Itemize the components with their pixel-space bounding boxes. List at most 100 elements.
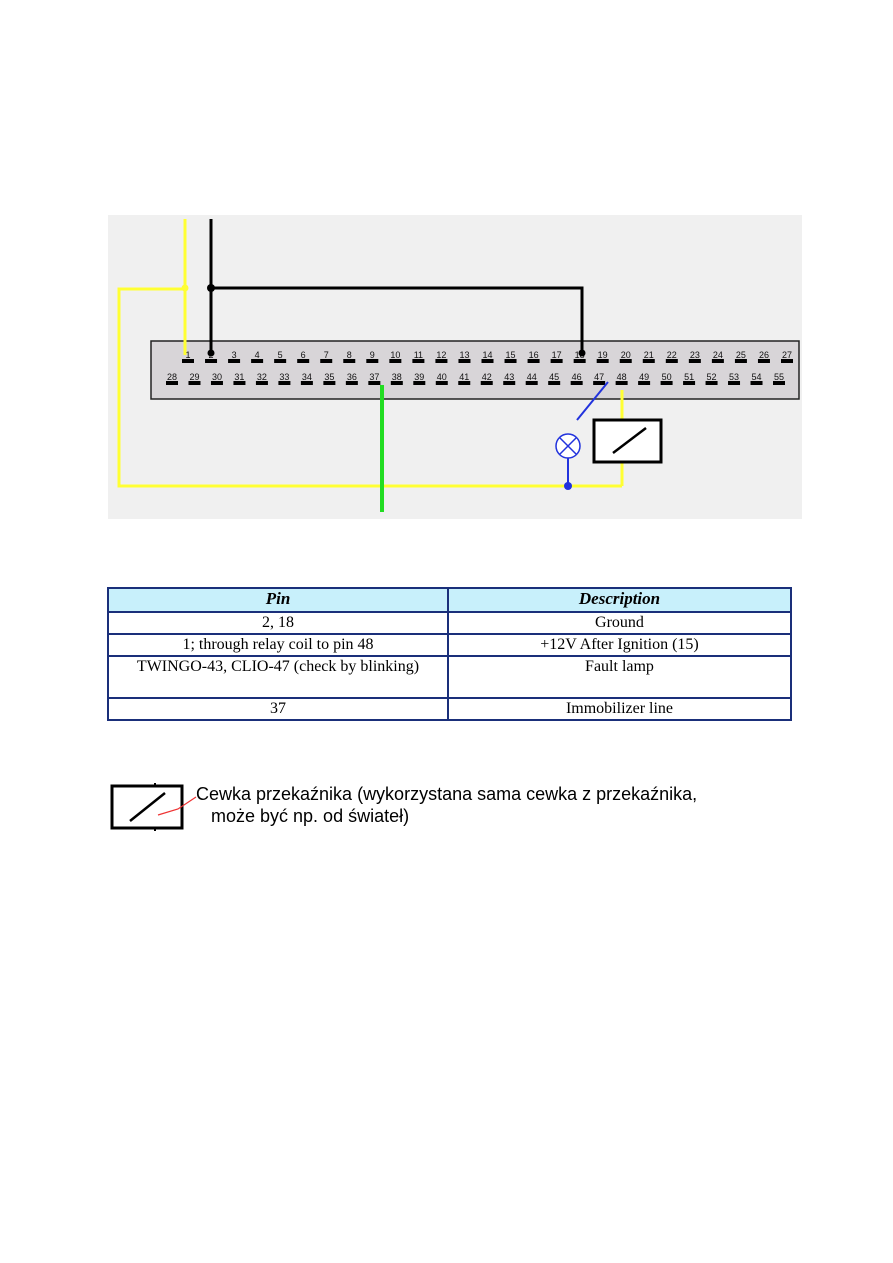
pin-label: 22 bbox=[667, 350, 677, 360]
pin-label: 16 bbox=[529, 350, 539, 360]
header-pin: Pin bbox=[107, 587, 449, 613]
pin-label: 4 bbox=[255, 350, 260, 360]
pin-label: 53 bbox=[729, 372, 739, 382]
pin-contact bbox=[458, 381, 471, 385]
pin-contact bbox=[182, 359, 194, 363]
pin-contact bbox=[504, 359, 517, 363]
table-row: 2, 18 Ground bbox=[107, 611, 792, 635]
pin-contact bbox=[233, 381, 246, 385]
pin-label: 17 bbox=[552, 350, 562, 360]
pin-contact bbox=[188, 381, 201, 385]
pin-label: 30 bbox=[212, 372, 222, 382]
pin-contact bbox=[255, 381, 268, 385]
table-header-row: Pin Description bbox=[107, 587, 792, 613]
pin-contact bbox=[323, 381, 336, 385]
pin-contact bbox=[573, 359, 586, 363]
pin-label: 1 bbox=[185, 350, 190, 360]
pin-label: 51 bbox=[684, 372, 694, 382]
pin-contact bbox=[596, 359, 609, 363]
pin-contact bbox=[728, 381, 741, 385]
pin-label: 7 bbox=[324, 350, 329, 360]
pin-label: 5 bbox=[278, 350, 283, 360]
cell-pin: 2, 18 bbox=[107, 611, 449, 635]
pin-label: 27 bbox=[782, 350, 792, 360]
cell-pin: 1; through relay coil to pin 48 bbox=[107, 633, 449, 657]
pin-contact bbox=[210, 381, 223, 385]
pin-contact bbox=[527, 359, 540, 363]
pin-contact bbox=[300, 381, 313, 385]
pin-contact bbox=[320, 359, 333, 363]
cell-pin: 37 bbox=[107, 697, 449, 721]
pin-contact bbox=[593, 381, 606, 385]
pin-contact bbox=[550, 359, 563, 363]
legend-line-1: Cewka przekaźnika (wykorzystana sama cew… bbox=[196, 784, 698, 804]
relay-coil-icon bbox=[592, 418, 663, 464]
pin-contact bbox=[688, 359, 701, 363]
pin-contact bbox=[205, 359, 218, 363]
junction-dot-power bbox=[181, 284, 189, 292]
pin-label: 28 bbox=[167, 372, 177, 382]
pin-contact bbox=[773, 381, 785, 385]
pin-contact bbox=[734, 359, 747, 363]
pin-contact bbox=[251, 359, 264, 363]
wiring-diagram: 1234567891011121314151617181920212223242… bbox=[108, 215, 802, 519]
header-description: Description bbox=[447, 587, 792, 613]
pin-label: 52 bbox=[707, 372, 717, 382]
pin-label: 11 bbox=[414, 350, 423, 360]
ecu-connector bbox=[150, 340, 800, 400]
pin-label: 45 bbox=[549, 372, 559, 382]
pin-label: 25 bbox=[736, 350, 746, 360]
legend-text: Cewka przekaźnika (wykorzystana sama cew… bbox=[196, 783, 697, 827]
pin-contact bbox=[570, 381, 583, 385]
pin-label: 35 bbox=[324, 372, 334, 382]
pin-label: 15 bbox=[506, 350, 516, 360]
pin-label: 31 bbox=[234, 372, 244, 382]
pin-label: 10 bbox=[390, 350, 400, 360]
pin-contact bbox=[705, 381, 718, 385]
pin-label: 39 bbox=[414, 372, 424, 382]
pin-contact bbox=[548, 381, 561, 385]
pin-label: 43 bbox=[504, 372, 514, 382]
pin-label: 48 bbox=[617, 372, 627, 382]
table-row: TWINGO-43, CLIO-47 (check by blinking) F… bbox=[107, 655, 792, 699]
pin-contact bbox=[683, 381, 696, 385]
relay-coil-legend: Cewka przekaźnika (wykorzystana sama cew… bbox=[110, 783, 810, 839]
pin-contact bbox=[390, 381, 403, 385]
pin-label: 47 bbox=[594, 372, 604, 382]
pin-contact bbox=[638, 381, 651, 385]
pin-contact bbox=[481, 359, 494, 363]
pin-label: 40 bbox=[437, 372, 447, 382]
pin-contact bbox=[166, 381, 178, 385]
pin-contact bbox=[757, 359, 770, 363]
pin-label: 13 bbox=[459, 350, 469, 360]
cell-pin: TWINGO-43, CLIO-47 (check by blinking) bbox=[107, 655, 449, 699]
pin-label: 20 bbox=[621, 350, 631, 360]
pin-label: 41 bbox=[459, 372, 469, 382]
junction-dot-lamp bbox=[564, 482, 572, 490]
pin-label: 29 bbox=[189, 372, 199, 382]
pin-label: 6 bbox=[301, 350, 306, 360]
pin-contact bbox=[525, 381, 538, 385]
legend-pointer-line bbox=[157, 796, 197, 816]
pin-label: 46 bbox=[572, 372, 582, 382]
pin-contact bbox=[297, 359, 310, 363]
connector-pins: 1234567891011121314151617181920212223242… bbox=[166, 350, 793, 385]
pin-contact bbox=[615, 381, 628, 385]
pin-dot-18 bbox=[578, 349, 586, 357]
pin-label: 9 bbox=[370, 350, 375, 360]
pin-contact bbox=[642, 359, 655, 363]
pin-contact bbox=[274, 359, 287, 363]
pin-contact bbox=[660, 381, 673, 385]
pin-contact bbox=[228, 359, 241, 363]
pin-label: 8 bbox=[347, 350, 352, 360]
pin-dot-2 bbox=[207, 349, 215, 357]
cell-description: Ground bbox=[447, 611, 792, 635]
pin-contact bbox=[389, 359, 402, 363]
legend-relay-coil-icon bbox=[110, 783, 184, 831]
pin-contact bbox=[619, 359, 632, 363]
legend-line-2: może być np. od świateł) bbox=[211, 806, 410, 826]
pin-label: 32 bbox=[257, 372, 267, 382]
pin-contact bbox=[458, 359, 471, 363]
pin-label: 33 bbox=[279, 372, 289, 382]
junction-dot-ground bbox=[207, 284, 215, 292]
